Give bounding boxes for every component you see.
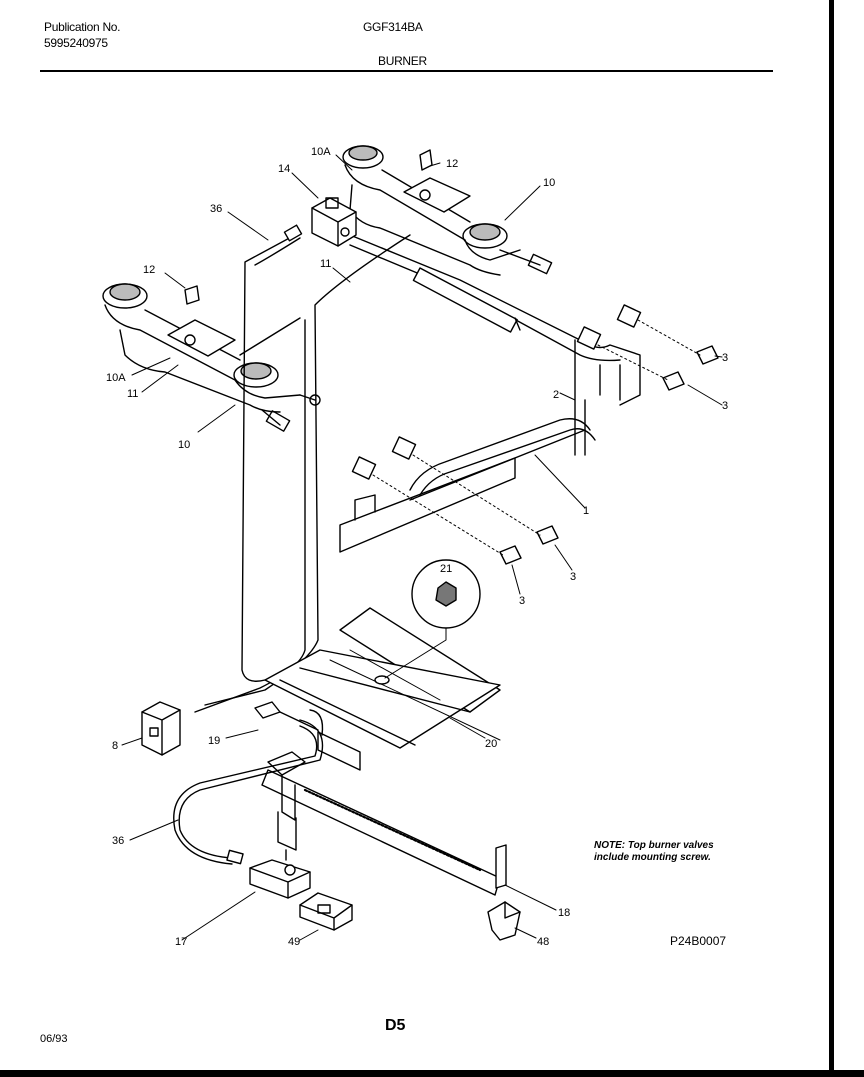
callout-10A-top: 10A: [311, 146, 331, 158]
revision-date: 06/93: [40, 1033, 68, 1045]
callout-3-c: 3: [570, 571, 576, 583]
callout-48: 48: [537, 936, 549, 948]
callout-10-top: 10: [543, 177, 555, 189]
oven-gas-tube: [173, 719, 324, 865]
callout-49: 49: [288, 936, 300, 948]
page-code: D5: [385, 1017, 406, 1034]
callout-3-d: 3: [519, 595, 525, 607]
callout-14: 14: [278, 163, 290, 175]
callout-20: 20: [485, 738, 497, 750]
model-number: GGF314BA: [363, 20, 423, 34]
oven-burner-baffle: [264, 559, 501, 749]
front-burner-assembly: [102, 283, 321, 432]
mounting-note: NOTE: Top burner valves include mounting…: [594, 840, 714, 864]
rear-burner-assembly: [342, 145, 553, 276]
publication-label: Publication No.: [44, 20, 121, 34]
callout-18: 18: [558, 907, 570, 919]
callout-8: 8: [112, 740, 118, 752]
callout-1: 1: [583, 505, 589, 517]
rear-manifold: [349, 234, 641, 406]
bottom-border: [0, 1070, 864, 1077]
callout-36-top: 36: [210, 203, 222, 215]
callout-10A-left: 10A: [106, 372, 126, 384]
callout-12-top: 12: [446, 158, 458, 170]
publication-number: 5995240975: [44, 36, 108, 50]
callout-19: 19: [208, 735, 220, 747]
right-border: [829, 0, 834, 1077]
valve-brackets: [351, 304, 719, 565]
leader-lines: [121, 154, 723, 941]
callout-3-a: 3: [722, 352, 728, 364]
callout-3-b: 3: [722, 400, 728, 412]
section-title: BURNER: [378, 54, 427, 68]
clip-48: [487, 901, 521, 941]
callout-36-bottom: 36: [112, 835, 124, 847]
regulator-17: [249, 859, 311, 899]
callout-10-left: 10: [178, 439, 190, 451]
callout-12-left: 12: [143, 264, 155, 276]
figure-code: P24B0007: [670, 934, 727, 948]
callout-2: 2: [553, 389, 559, 401]
callout-21: 21: [440, 563, 452, 575]
oven-burner-tube: [261, 751, 507, 896]
callout-17: 17: [175, 936, 187, 948]
part-8: [141, 701, 181, 756]
igniter-19: [254, 701, 361, 771]
note-line-2: include mounting screw.: [594, 852, 711, 863]
callout-11-left: 11: [127, 388, 138, 400]
bracket-49: [299, 892, 353, 931]
front-manifold: [339, 418, 596, 553]
callout-11-mid: 11: [320, 258, 331, 270]
title-rule: [40, 70, 773, 72]
valve-14: [311, 197, 357, 247]
note-line-1: NOTE: Top burner valves: [594, 840, 714, 851]
